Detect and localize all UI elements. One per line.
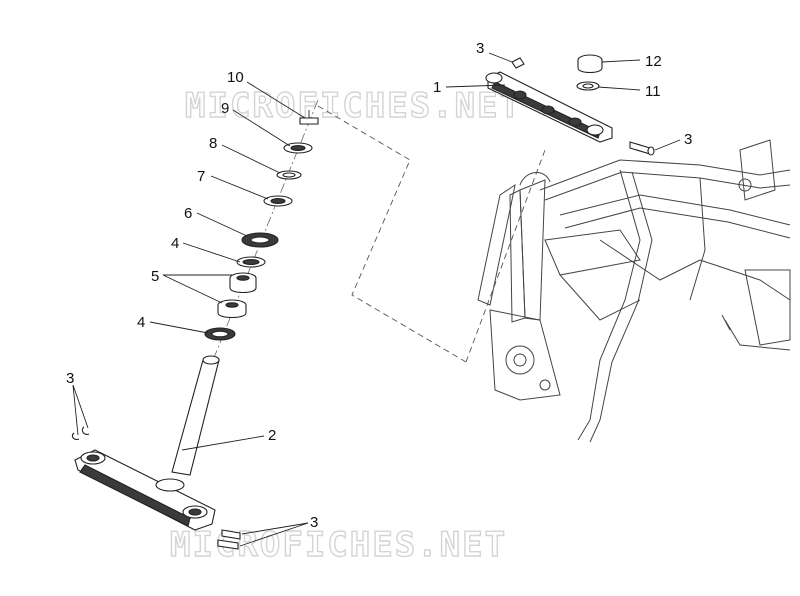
part-6-dust-seal — [241, 232, 279, 248]
part-1-upper-triple-clamp — [485, 71, 613, 143]
callout-3-left: 3 — [66, 370, 74, 387]
part-3-bolt-right — [629, 141, 655, 156]
watermark-top: MICROFICHES.NET — [185, 86, 522, 126]
callout-5: 5 — [151, 268, 159, 285]
part-5-lower-bearing — [217, 299, 247, 319]
callout-12: 12 — [645, 53, 662, 70]
part-7-ring — [263, 195, 293, 207]
callout-6: 6 — [184, 205, 192, 222]
part-10-bolt — [299, 110, 319, 125]
part-11-washer — [576, 81, 600, 91]
part-5-upper-bearing — [229, 272, 257, 294]
callout-10: 10 — [227, 69, 244, 86]
part-9-ring-nut — [283, 142, 313, 154]
part-2-steering-stem — [74, 355, 220, 531]
leader-lines — [72, 52, 681, 547]
part-4-upper-race — [236, 256, 266, 268]
callout-1: 1 — [433, 79, 441, 96]
callout-11: 11 — [645, 83, 661, 100]
part-3-clips-left — [71, 426, 90, 440]
callout-2: 2 — [268, 427, 276, 444]
callout-3-bottom: 3 — [310, 514, 318, 531]
part-3-screw-top — [511, 57, 525, 69]
motorcycle-frame — [477, 139, 791, 443]
callout-4-upper: 4 — [171, 235, 179, 252]
part-8-lock-washer — [276, 170, 302, 180]
assembly-dashed-line — [317, 105, 546, 363]
callout-3-right: 3 — [684, 131, 692, 148]
part-12-cap — [577, 54, 603, 74]
callout-9: 9 — [221, 100, 229, 117]
callout-3-top: 3 — [476, 40, 484, 57]
part-3-bolts-bottom — [217, 529, 241, 550]
callout-7: 7 — [197, 168, 205, 185]
part-4-lower-race — [204, 327, 236, 341]
callout-4-lower: 4 — [137, 314, 145, 331]
callout-8: 8 — [209, 135, 217, 152]
